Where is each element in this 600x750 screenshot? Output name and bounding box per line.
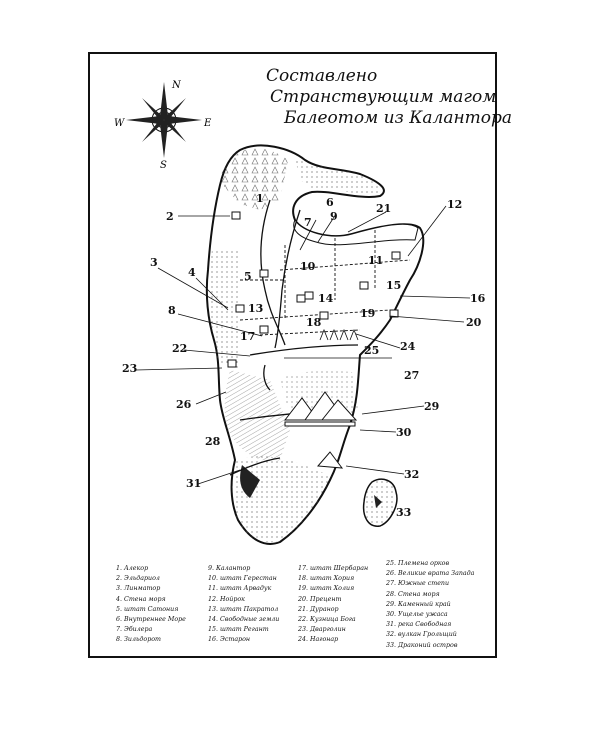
legend-item: 3. Линматор [116,585,161,593]
title-line-2: Странствующим магом [270,87,497,107]
map-label: 29 [424,400,440,413]
map-label: 4 [188,266,196,279]
legend-item: 29. Каменный край [386,600,451,608]
map-label: 14 [318,292,334,305]
map-label: 18 [306,316,322,329]
compass-s: S [160,160,167,170]
legend-item: 31. река Свободная [386,621,452,629]
map-label: 31 [186,477,202,490]
map-title: Составлено Странствующим магом Балеотом … [180,66,513,129]
map-label: 26 [176,398,192,411]
map-label: 27 [404,369,420,382]
map-label: 17 [240,330,256,343]
legend-item: 19. штат Холия [298,585,355,593]
continent-map [205,144,425,545]
legend-item: 24. Нагонар [298,636,339,644]
legend-item: 21. Дуранор [298,605,339,613]
legend-column-1: 1. Алекор 2. Эльдариол 3. Линматор 4. Ст… [116,564,186,646]
legend-item: 13. штат Пакратол [208,605,279,613]
legend-item: 20. Прецент [298,595,342,603]
map-label: 21 [376,202,392,215]
map-label: 8 [168,304,176,317]
map-label: 11 [368,254,384,267]
title-line-3: Балеотом из Калантора [284,108,513,128]
legend-item: 16. Эстарон [208,636,251,644]
map-label: 23 [122,362,138,375]
map-label: 32 [404,468,420,481]
legend-column-2: 9. Калантор 10. штат Герестан 11. штат А… [208,564,279,646]
map-label: 13 [248,302,264,315]
legend-item: 26. Великие врата Запада [386,570,475,578]
compass-e: E [203,118,212,129]
legend-item: 9. Калантор [208,565,251,572]
legend-item: 1. Алекор [116,565,149,572]
legend-item: 4. Стена моря [116,595,166,603]
legend-item: 5. штат Сатония [116,605,179,613]
legend-item: 33. Драконий остров [386,641,458,649]
legend-item: 10. штат Герестан [208,575,277,583]
legend-column-4: 25. Племена орков 26. Великие врата Запа… [386,559,474,651]
legend-item: 32. вулкан Грольщий [386,631,457,639]
legend-item: 30. Ущелье ужаса [386,611,448,619]
map-label: 15 [386,279,402,292]
map-label: 9 [330,210,338,223]
legend-item: 12. Нойрок [208,595,245,603]
legend-column-3: 17. штат Шербаран 18. штат Хория 19. шта… [298,564,368,646]
compass-rose-icon: N S E W [114,80,212,170]
legend-item: 7. Эбилера [116,626,153,634]
legend-item: 22. Кузница Бога [298,616,356,624]
legend-item: 11. штат Арвадук [208,585,272,593]
legend-item: 23. Дварголин [298,626,346,634]
map-label: 10 [300,260,316,273]
legend-item: 27. Южные степи [386,580,450,588]
legend-item: 15. штат Регант [208,626,269,634]
map-label: 1 [256,192,264,205]
legend-item: 18. штат Хория [298,575,355,583]
map-label: 25 [364,344,380,357]
map-label: 16 [470,292,486,305]
map-label: 6 [326,196,334,209]
map-label: 20 [466,316,482,329]
map-label: 12 [447,198,463,211]
legend-item: 14. Свободные земли [208,616,280,624]
map-label: 3 [150,256,158,269]
compass-n: N [171,80,182,91]
map-label: 19 [360,307,376,320]
map-label: 33 [396,506,412,519]
map-label: 24 [400,340,416,353]
legend-item: 2. Эльдариол [116,575,160,583]
legend-item: 25. Племена орков [386,560,450,567]
legend-item: 8. Зильдорот [116,636,162,644]
map-label: 5 [244,270,252,283]
map-label: 22 [172,342,188,355]
castle-icons [227,211,401,368]
map-label: 7 [304,216,312,229]
map-label: 28 [205,435,221,448]
title-line-1: Составлено [266,66,378,86]
legend-item: 17. штат Шербаран [298,565,369,572]
legend-item: 28. Стена моря [386,590,440,598]
compass-w: W [114,118,125,129]
legend-item: 6. Внутреннее Море [116,616,186,624]
map-label: 2 [166,210,174,223]
map-label: 30 [396,426,412,439]
